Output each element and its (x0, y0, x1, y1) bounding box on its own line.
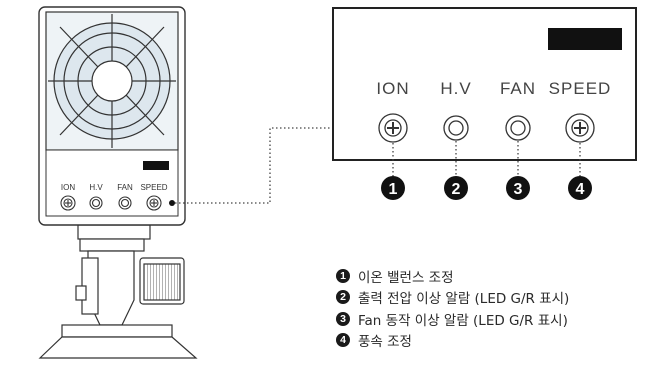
device-hv-led (89, 196, 103, 210)
callout-badge-2: 2 (444, 176, 468, 200)
legend-item-2: 2 출력 전압 이상 알람 (LED G/R 표시) (336, 287, 636, 309)
zoom-leader-line (175, 127, 352, 204)
legend-text-3: Fan 동작 이상 알람 (LED G/R 표시) (358, 312, 568, 329)
legend-number-1: 1 (336, 268, 350, 283)
panel-brand-logo (548, 28, 622, 50)
panel-label-speed: SPEED (549, 79, 612, 98)
callout-connectors (392, 141, 581, 176)
callout-number-4: 4 (576, 181, 585, 198)
callout-badge-3: 3 (506, 176, 530, 200)
device-label-hv: H.V (89, 183, 103, 192)
legend-list: 1 이온 밸런스 조정 2 출력 전압 이상 알람 (LED G/R 표시) 3… (336, 265, 636, 351)
legend-item-3: 3 Fan 동작 이상 알람 (LED G/R 표시) (336, 308, 636, 330)
fan-grille (45, 11, 179, 151)
panel-fan-led (505, 115, 531, 141)
legend-item-1: 1 이온 밸런스 조정 (336, 265, 636, 287)
device-ion-knob[interactable] (60, 195, 76, 211)
device-label-ion: ION (61, 183, 75, 192)
ionizer-device: ION H.V FAN SPEED (38, 6, 198, 359)
panel-label-ion: ION (376, 79, 409, 98)
callout-badge-4: 4 (568, 176, 592, 200)
legend-number-4: 4 (336, 333, 350, 348)
panel-hv-led (443, 115, 469, 141)
legend-text-2: 출력 전압 이상 알람 (LED G/R 표시) (358, 291, 570, 308)
callout-badge-1: 1 (381, 176, 405, 200)
legend-item-4: 4 풍속 조정 (336, 330, 636, 352)
panel-label-hv: H.V (440, 79, 471, 98)
device-fan-led (118, 196, 132, 210)
device-brand-logo (143, 161, 169, 170)
callout-number-3: 3 (514, 181, 523, 198)
device-callout-dot (169, 200, 175, 206)
callout-number-1: 1 (389, 181, 398, 198)
callout-badges: 1 2 3 4 (381, 176, 592, 200)
device-speed-knob[interactable] (146, 195, 162, 211)
panel-ion-knob[interactable] (378, 113, 408, 143)
panel-label-fan: FAN (500, 79, 536, 98)
legend-text-4: 풍속 조정 (358, 334, 412, 351)
legend-text-1: 이온 밸런스 조정 (358, 269, 454, 286)
device-label-speed: SPEED (140, 183, 167, 192)
legend-number-3: 3 (336, 311, 350, 326)
device-label-fan: FAN (117, 183, 133, 192)
panel-speed-knob[interactable] (565, 113, 595, 143)
callout-number-2: 2 (452, 181, 461, 198)
device-stand (38, 224, 198, 359)
legend-number-2: 2 (336, 290, 350, 305)
zoomed-panel: ION H.V FAN SPEED (332, 7, 637, 161)
